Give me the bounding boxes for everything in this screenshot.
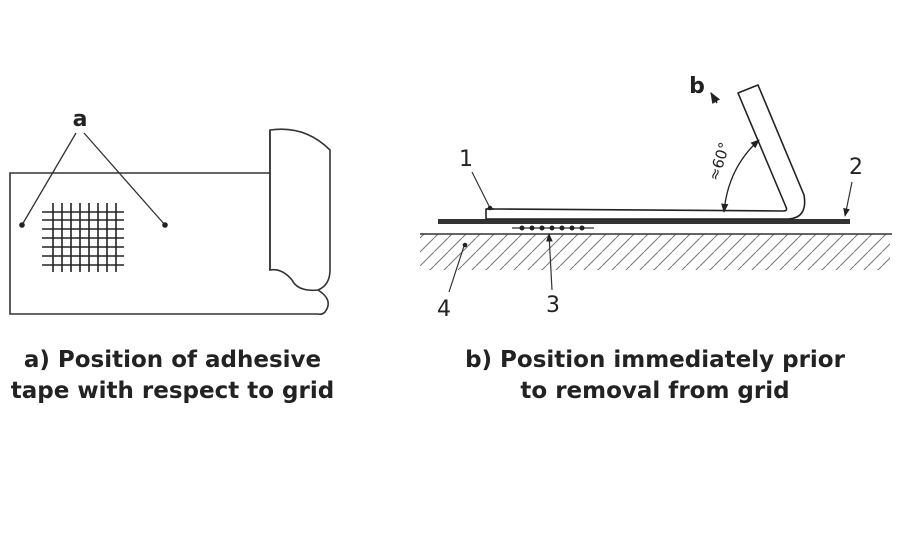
- diagram-a: a: [9, 107, 331, 316]
- angle-arc: [721, 139, 760, 213]
- crosscut-grid: [42, 203, 124, 272]
- label-2: 2: [849, 155, 863, 180]
- tape-outline: [9, 172, 318, 315]
- adhesive-tape: [485, 84, 806, 220]
- grid-cross-section: [512, 225, 594, 231]
- angle-label: ≈60°: [705, 140, 734, 183]
- label-3-leader: [546, 233, 553, 291]
- marker-dot-left: [19, 222, 25, 228]
- label-a-leaders: [21, 132, 166, 226]
- label-1: 1: [459, 147, 473, 172]
- caption-b: b) Position immediately prior to removal…: [440, 345, 870, 407]
- label-a: a: [73, 107, 88, 132]
- caption-a-line2: tape with respect to grid: [10, 378, 335, 404]
- caption-b-line2: to removal from grid: [520, 378, 790, 404]
- caption-a-line1: a) Position of adhesive: [23, 347, 322, 373]
- label-3: 3: [546, 293, 560, 318]
- caption-b-line1: b) Position immediately prior: [465, 347, 845, 373]
- marker-dot-right: [162, 222, 168, 228]
- peel-direction-arrow: [710, 92, 721, 104]
- label-b: b: [689, 74, 705, 99]
- coating-layer: [438, 219, 850, 224]
- diagram-b: ≈60° b 1 2 3 4: [420, 74, 892, 322]
- substrate-hatching: [420, 234, 890, 270]
- caption-a: a) Position of adhesive tape with respec…: [0, 345, 345, 407]
- label-4: 4: [437, 297, 451, 322]
- label-2-leader: [843, 181, 853, 217]
- tape-curl: [269, 128, 331, 292]
